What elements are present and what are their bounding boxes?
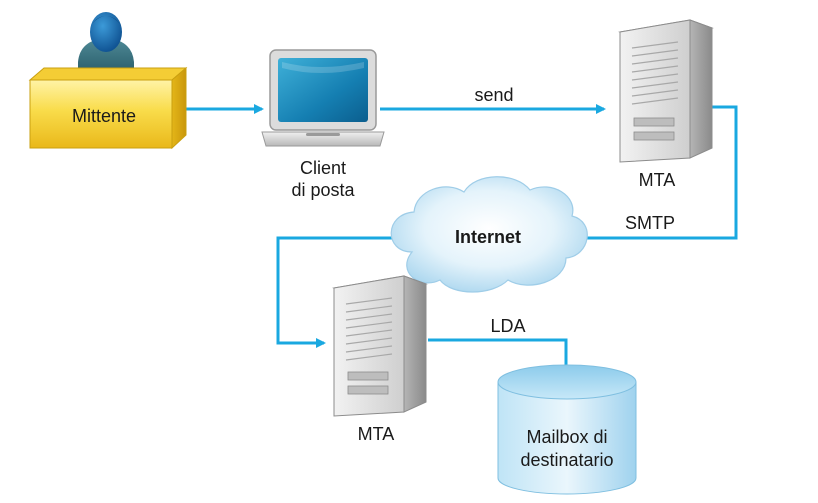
database-icon [497,364,637,495]
internet-label: Internet [455,227,521,247]
sender-node: Mittente [28,12,188,150]
connectors [186,104,738,386]
laptop-icon [261,49,385,147]
server-icon [332,275,428,417]
person-icon [78,12,134,72]
lda-edge-label: LDA [490,316,525,336]
client-label-line2: di posta [291,180,355,200]
mta-top-label: MTA [639,170,676,190]
send-edge-label: send [474,85,513,105]
mailbox-label-line2: destinatario [520,450,613,470]
mailbox-label-line1: Mailbox di [526,427,607,447]
mta-bottom-node: MTA [332,275,428,444]
line-mta-to-internet [578,105,738,240]
mailbox-node: Mailbox di destinatario [497,364,637,495]
arrow-internet-to-mta [276,236,392,348]
server-icon [618,19,714,163]
client-node: Client di posta [261,49,385,200]
internet-node: Internet [390,176,588,293]
mta-bottom-label: MTA [358,424,395,444]
client-label-line1: Client [300,158,346,178]
cloud-icon [390,176,588,293]
sender-label: Mittente [72,106,136,126]
mta-top-node: MTA [618,19,714,190]
smtp-edge-label: SMTP [625,213,675,233]
